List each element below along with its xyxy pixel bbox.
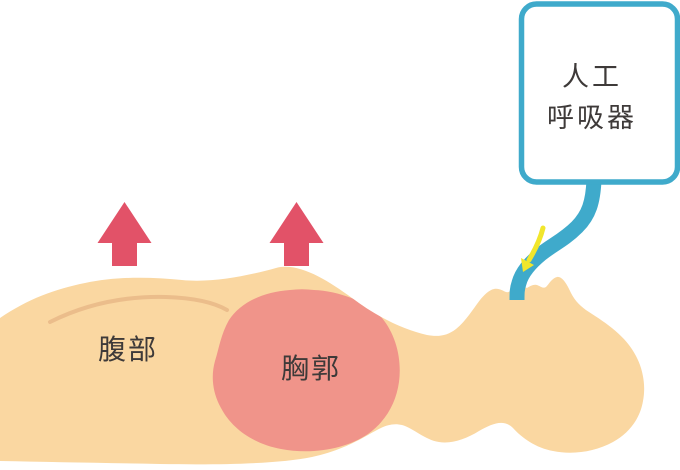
ventilator-label-line1: 人工: [562, 62, 622, 92]
lift-up-arrow-icon-left: [97, 202, 152, 266]
abdomen-label: 腹部: [98, 334, 158, 365]
abdomen-contour-line: [48, 294, 229, 324]
breathing-tube: [509, 179, 602, 301]
ribcage-region: [212, 289, 400, 452]
ventilator-label-line2: 呼吸器: [547, 103, 637, 133]
airflow-arrow-icon: [521, 225, 546, 272]
lift-up-arrow-icon-right: [269, 202, 324, 266]
ventilator-box: [518, 1, 680, 185]
ribcage-label: 胸郭: [281, 353, 341, 384]
